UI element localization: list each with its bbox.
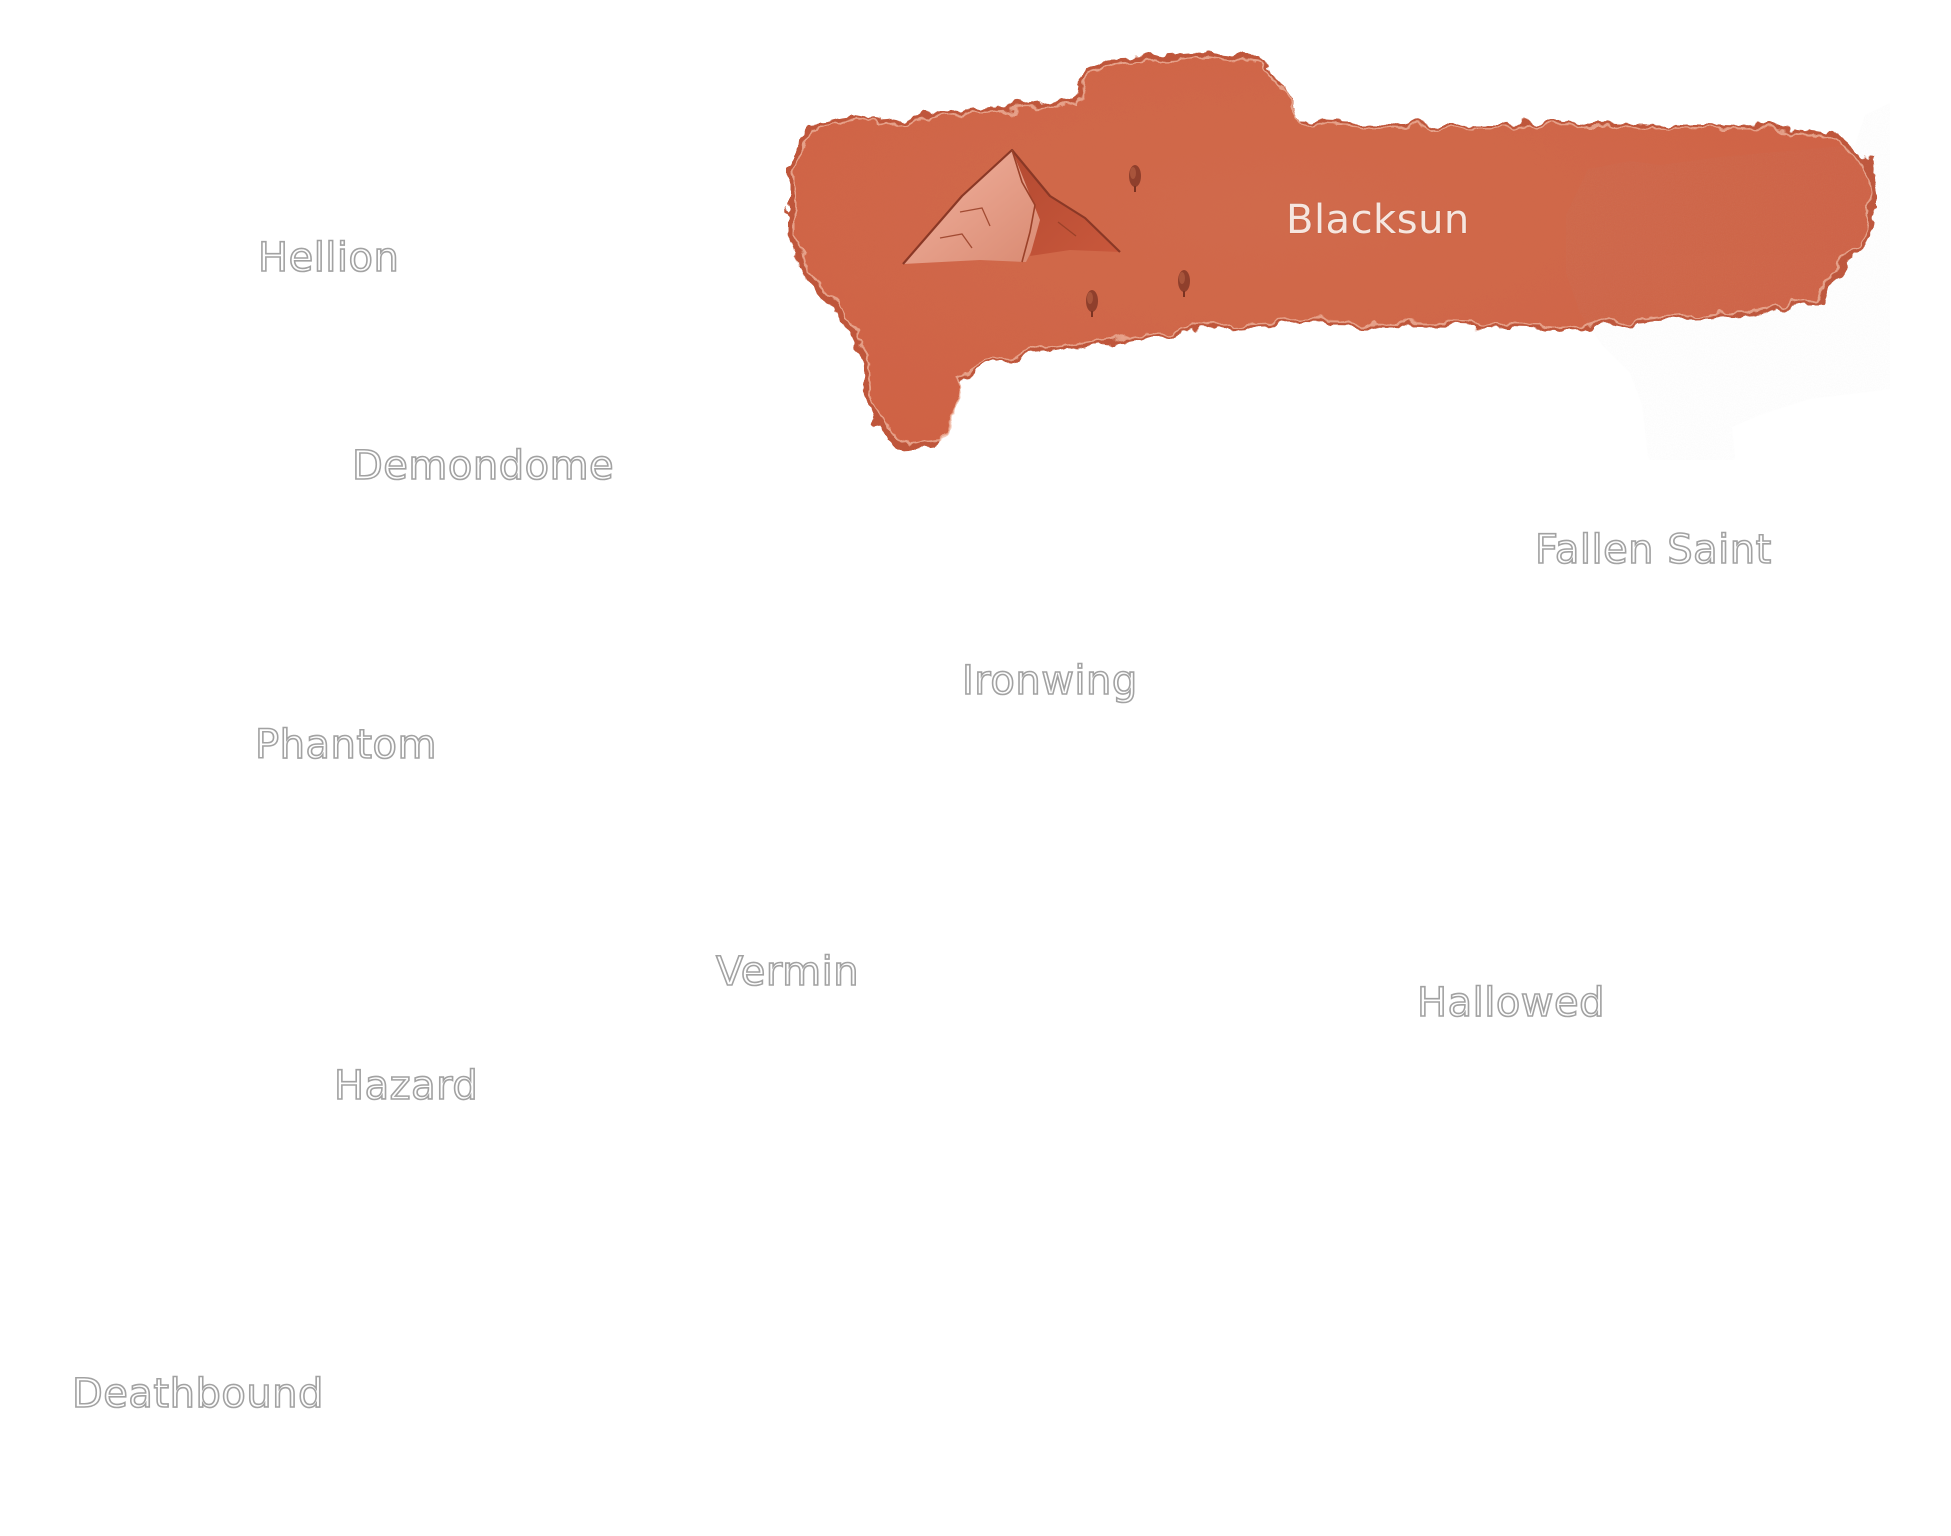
region-label-hellion[interactable]: Hellion [257,235,400,281]
region-label-hazard[interactable]: Hazard [333,1063,479,1109]
region-label-hallowed[interactable]: Hallowed [1416,980,1606,1026]
region-label-demondome[interactable]: Demondome [351,443,615,489]
tree-icon [1129,165,1141,192]
region-label-ironwing[interactable]: Ironwing [961,658,1138,704]
region-blacksun[interactable] [780,45,1890,460]
tree-icon [1178,270,1190,297]
mountain-icon [902,148,1121,265]
region-label-fallen-saint[interactable]: Fallen Saint [1534,527,1772,573]
region-label-phantom[interactable]: Phantom [254,722,437,768]
tree-icon [1086,290,1098,317]
region-label-vermin[interactable]: Vermin [715,949,860,995]
region-label-deathbound[interactable]: Deathbound [71,1371,324,1417]
region-label-blacksun[interactable]: Blacksun [1286,197,1470,243]
